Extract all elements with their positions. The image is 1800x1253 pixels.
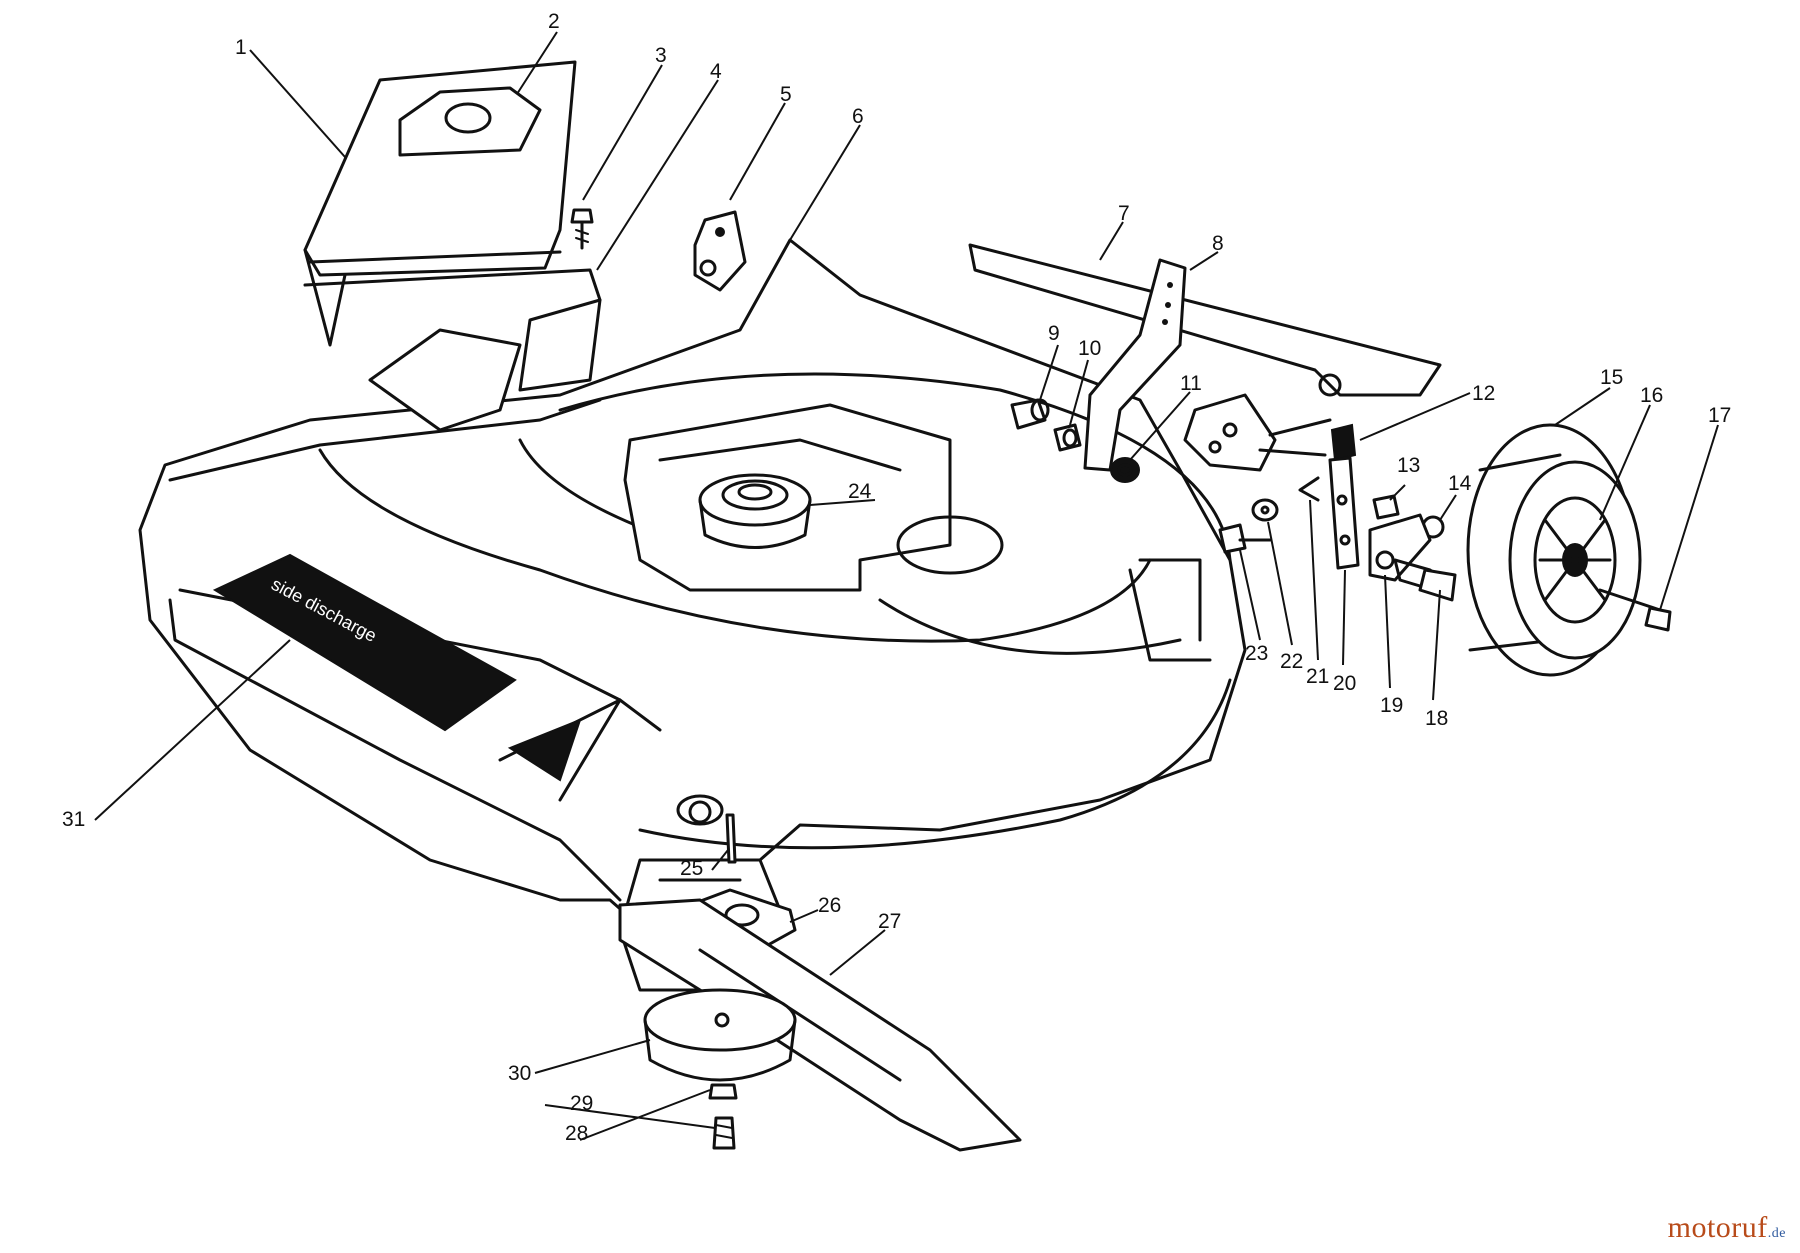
- callout-19: 19: [1380, 694, 1403, 717]
- part-13-nut: [1372, 494, 1400, 520]
- part-21-pin: [1298, 476, 1320, 502]
- callout-13: 13: [1397, 454, 1420, 477]
- watermark-brand: motoruf: [1667, 1211, 1768, 1244]
- part-17-wheel-bolt: [1598, 588, 1672, 632]
- part-18-axle-bolt: [1393, 558, 1457, 602]
- callout-6: 6: [852, 105, 864, 128]
- part-19-cam: [1368, 513, 1432, 582]
- part-10-nut: [1053, 423, 1082, 452]
- callout-24: 24: [848, 480, 872, 503]
- callout-23: 23: [1245, 642, 1268, 665]
- part-16-wheel-hub: [1533, 496, 1617, 624]
- callout-8: 8: [1212, 232, 1224, 255]
- callout-20: 20: [1333, 672, 1356, 695]
- callout-17: 17: [1708, 404, 1731, 427]
- callout-7: 7: [1118, 202, 1130, 225]
- callout-18: 18: [1425, 707, 1448, 730]
- part-25-pin: [725, 813, 737, 864]
- callout-15: 15: [1600, 366, 1623, 389]
- part-1-discharge-cover: [303, 60, 577, 347]
- callout-3: 3: [655, 44, 667, 67]
- callout-12: 12: [1472, 382, 1495, 405]
- watermark-logo: motoruf.de: [1668, 1211, 1786, 1245]
- callout-21: 21: [1306, 665, 1329, 688]
- part-6-deck-housing: [138, 238, 1277, 992]
- callout-2: 2: [548, 10, 560, 33]
- callout-labels: 1 2 3 4 5 6 7 8 9 10 11 12 13 14 15 16 1…: [62, 10, 1731, 1145]
- callout-25: 25: [680, 857, 703, 880]
- part-4-hinge-rod: [303, 268, 602, 302]
- part-22-washer: [1251, 498, 1279, 522]
- part-11-spring: [1110, 457, 1140, 483]
- part-12-clip: [1330, 423, 1357, 462]
- callout-10: 10: [1078, 337, 1101, 360]
- callout-22: 22: [1280, 650, 1303, 673]
- part-3-screw: [570, 208, 594, 250]
- part-24-pulley: [698, 473, 812, 549]
- callout-1: 1: [235, 36, 247, 59]
- callout-29: 29: [570, 1092, 593, 1115]
- part-30-stiffener-cup: [643, 988, 797, 1082]
- part-7-rear-flap: [968, 243, 1442, 397]
- callout-11: 11: [1180, 372, 1202, 395]
- part-15-wheel: [1466, 423, 1642, 677]
- part-29-washer: [708, 1083, 738, 1100]
- callout-30: 30: [508, 1062, 531, 1085]
- watermark-suffix: .de: [1767, 1226, 1786, 1241]
- callout-14: 14: [1448, 472, 1472, 495]
- callout-31: 31: [62, 808, 85, 831]
- callout-26: 26: [818, 894, 841, 917]
- part-28-blade-bolt: [712, 1116, 736, 1150]
- callout-27: 27: [878, 910, 901, 933]
- part-20-adjuster-plate: [1328, 456, 1360, 570]
- callout-9: 9: [1048, 322, 1060, 345]
- callout-16: 16: [1640, 384, 1663, 407]
- part-5-bracket: [693, 210, 747, 292]
- callout-5: 5: [780, 83, 792, 106]
- part-27-blade: [618, 898, 1022, 1152]
- part-23-bolt: [1218, 523, 1272, 554]
- callout-28: 28: [565, 1122, 588, 1145]
- leader-lines: [94, 31, 1719, 1141]
- callout-4: 4: [710, 60, 722, 83]
